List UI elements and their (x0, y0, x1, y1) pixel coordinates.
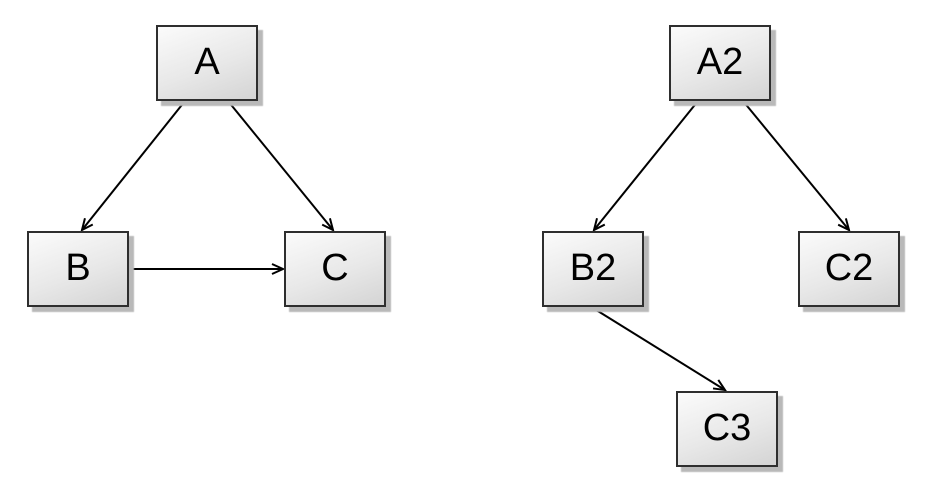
node-label: C3 (702, 407, 752, 449)
node-label: C (321, 247, 349, 289)
node-B: B (27, 231, 129, 307)
node-label: B2 (569, 247, 617, 289)
node-label: C2 (824, 247, 874, 289)
node-C3: C3 (676, 391, 778, 467)
edge-A-to-C (227, 100, 335, 232)
node-label: A (194, 41, 220, 83)
edge-A2-to-C2 (742, 100, 851, 232)
node-A: A (156, 25, 258, 101)
node-B2: B2 (542, 231, 644, 307)
edge-B2-to-C3 (592, 307, 728, 392)
node-A2: A2 (669, 25, 771, 101)
node-label: A2 (696, 41, 744, 83)
edge-A-to-B (80, 100, 186, 232)
edge-group (80, 100, 851, 392)
node-label: B (65, 247, 91, 289)
edge-A2-to-B2 (592, 100, 699, 232)
node-C: C (284, 231, 386, 307)
node-C2: C2 (798, 231, 900, 307)
